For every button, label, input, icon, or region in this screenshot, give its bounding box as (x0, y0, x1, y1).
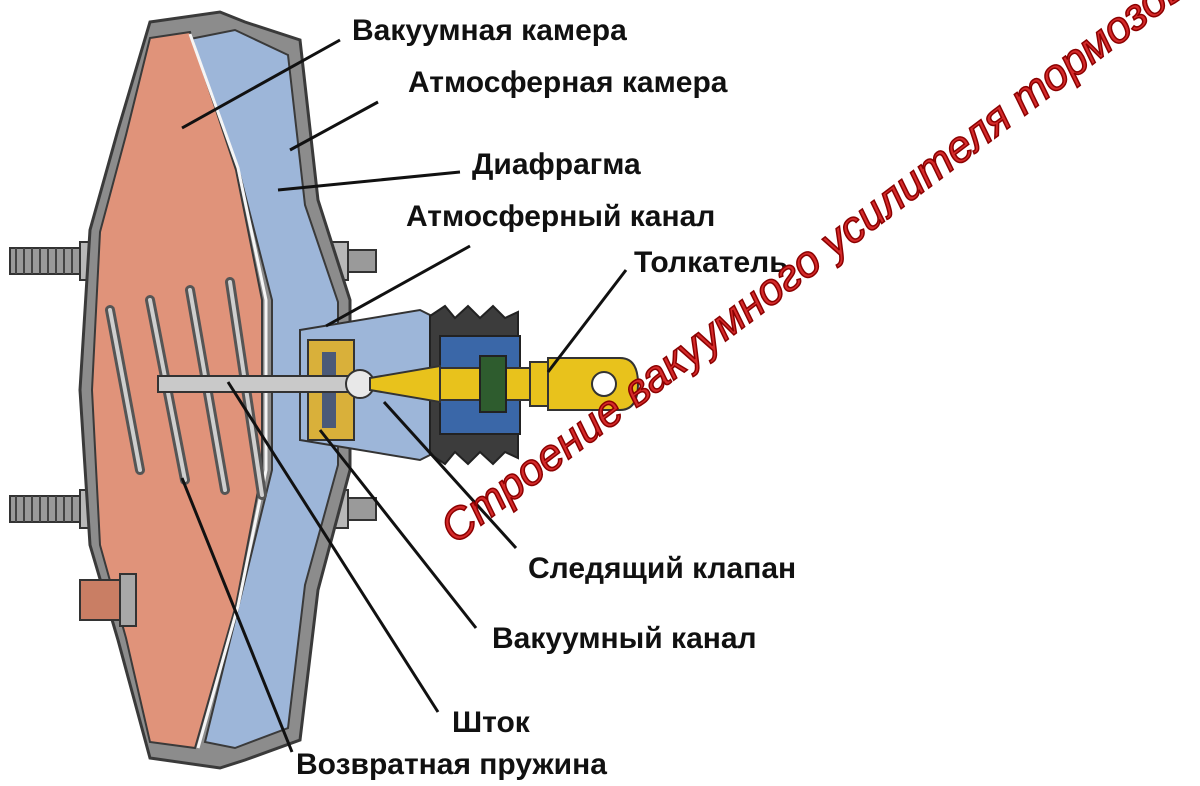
label-vacuum-chamber: Вакуумная камера (352, 14, 627, 47)
label-return-spring: Возвратная пружина (296, 748, 607, 781)
label-atmospheric-channel: Атмосферный канал (406, 200, 715, 233)
label-vacuum-channel: Вакуумный канал (492, 622, 757, 655)
atmospheric-chamber (183, 28, 339, 750)
label-atmospheric-chamber: Атмосферная камера (408, 66, 728, 99)
label-pusher: Толкатель (634, 246, 788, 279)
follow-valve (345, 355, 531, 413)
pusher (529, 357, 640, 411)
vacuum-inlet-fitting (79, 573, 137, 627)
push-rod (157, 375, 349, 393)
label-diaphragm: Диафрагма (472, 148, 641, 181)
label-follow-valve: Следящий клапан (528, 552, 796, 585)
leader-lines (180, 38, 628, 753)
label-rod: Шток (452, 706, 531, 739)
